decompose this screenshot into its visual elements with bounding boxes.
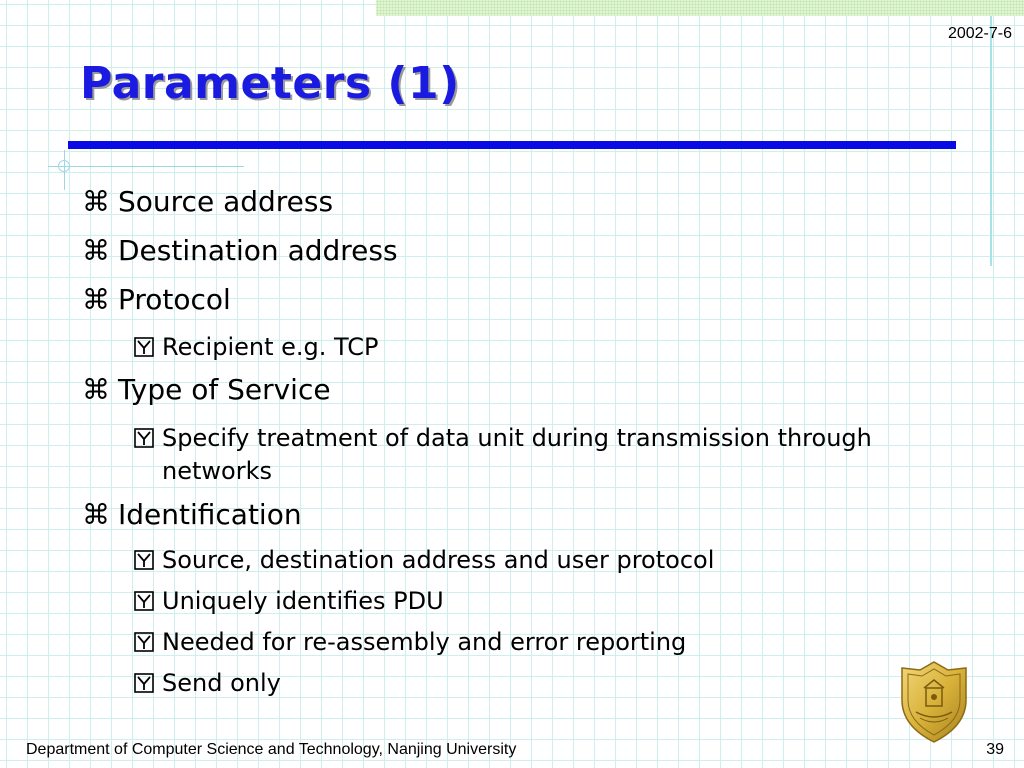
top-decorative-band bbox=[376, 0, 1024, 16]
bullet-item: ⌘ Identification bbox=[82, 498, 302, 531]
crosshair-accent-horizontal bbox=[48, 166, 244, 167]
slide-footer: Department of Computer Science and Techn… bbox=[26, 741, 517, 758]
title-underline bbox=[68, 141, 956, 149]
sub-bullet-text: Specify treatment of data unit during tr… bbox=[162, 424, 872, 485]
sub-bullet-text: Source, destination address and user pro… bbox=[162, 546, 715, 574]
sub-bullet-item: Specify treatment of data unit during tr… bbox=[134, 422, 892, 488]
command-key-icon: ⌘ bbox=[82, 234, 110, 267]
command-key-icon: ⌘ bbox=[82, 185, 110, 218]
bullet-item: ⌘ Source address bbox=[82, 185, 333, 218]
sub-bullet-text: Needed for re-assembly and error reporti… bbox=[162, 628, 687, 656]
bullet-item: ⌘ Type of Service bbox=[82, 373, 331, 406]
checked-box-icon bbox=[134, 591, 154, 611]
checked-box-icon bbox=[134, 428, 154, 448]
sub-bullet-text: Uniquely identifies PDU bbox=[162, 587, 444, 615]
crosshair-accent-circle bbox=[58, 160, 70, 172]
bullet-text: Source address bbox=[118, 185, 334, 218]
checked-box-icon bbox=[134, 550, 154, 570]
command-key-icon: ⌘ bbox=[82, 283, 110, 316]
checked-box-icon bbox=[134, 673, 154, 693]
sub-bullet-item: Send only bbox=[134, 669, 281, 697]
bullet-text: Destination address bbox=[118, 234, 398, 267]
sub-bullet-item: Needed for re-assembly and error reporti… bbox=[134, 628, 686, 656]
command-key-icon: ⌘ bbox=[82, 498, 110, 531]
university-crest-icon bbox=[901, 661, 967, 743]
slide-title: Parameters (1) bbox=[80, 58, 460, 109]
sub-bullet-text: Recipient e.g. TCP bbox=[162, 333, 379, 361]
sub-bullet-item: Uniquely identifies PDU bbox=[134, 587, 444, 615]
sub-bullet-text: Send only bbox=[162, 669, 281, 697]
slide-date: 2002-7-6 bbox=[947, 25, 1012, 42]
page-number: 39 bbox=[986, 741, 1004, 758]
checked-box-icon bbox=[134, 337, 154, 357]
bullet-item: ⌘ Protocol bbox=[82, 283, 231, 316]
bullet-text: Protocol bbox=[118, 283, 231, 316]
command-key-icon: ⌘ bbox=[82, 373, 110, 406]
bullet-text: Identification bbox=[118, 498, 302, 531]
bullet-item: ⌘ Destination address bbox=[82, 234, 398, 267]
sub-bullet-item: Source, destination address and user pro… bbox=[134, 546, 714, 574]
sub-bullet-item: Recipient e.g. TCP bbox=[134, 333, 379, 361]
right-accent-line bbox=[990, 16, 992, 266]
checked-box-icon bbox=[134, 632, 154, 652]
bullet-text: Type of Service bbox=[118, 373, 331, 406]
